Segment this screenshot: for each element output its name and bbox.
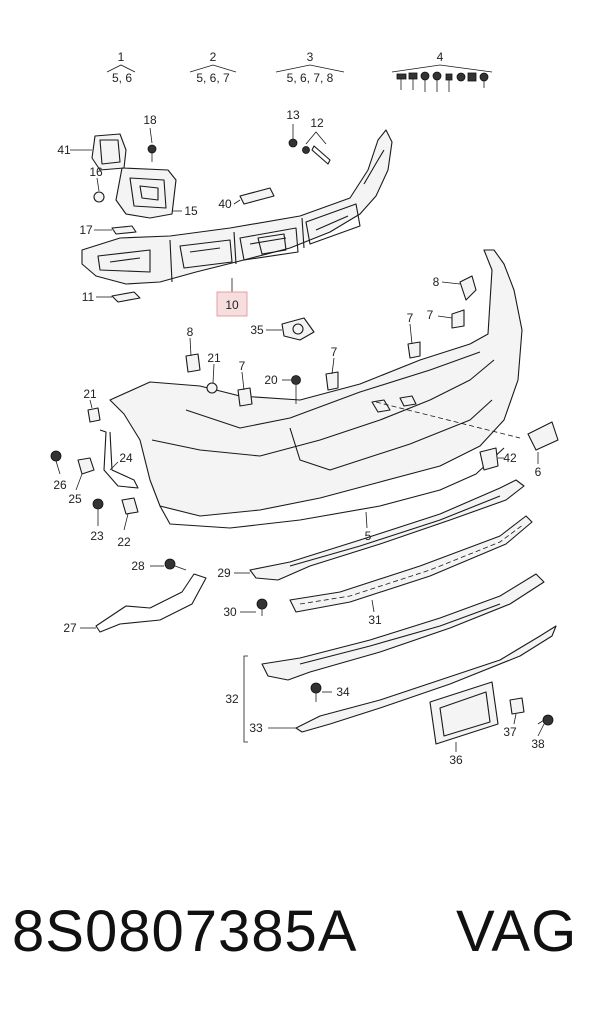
callout-21-left: 21 xyxy=(83,387,97,401)
pad-40 xyxy=(233,187,275,205)
clip-11 xyxy=(96,291,141,303)
callout-38: 38 xyxy=(531,737,545,751)
bracket-27 xyxy=(80,573,207,633)
bracket-8-top xyxy=(441,275,477,301)
callout-6: 6 xyxy=(535,465,542,479)
callout-26: 26 xyxy=(53,478,67,492)
group-number: 4 xyxy=(437,50,444,64)
group-number: 3 xyxy=(307,50,314,64)
callout-17: 17 xyxy=(79,223,93,237)
callout-41: 41 xyxy=(57,143,71,157)
callout-11: 11 xyxy=(82,290,95,304)
clip-7-d xyxy=(237,371,253,407)
bumper-carrier-10 xyxy=(81,129,393,285)
callout-10: 10 xyxy=(225,298,239,312)
screw-34 xyxy=(310,682,332,702)
guide-24 xyxy=(99,429,139,489)
screw-20 xyxy=(282,375,301,404)
group-header-1: 1 5, 6 xyxy=(106,50,136,85)
group-header-4: 4 xyxy=(391,50,493,92)
group-members: 5, 6, 7, 8 xyxy=(287,71,334,85)
callout-37: 37 xyxy=(503,725,517,739)
highlight-box-10 xyxy=(216,291,248,317)
diffuser-29 xyxy=(234,479,525,581)
screw-38 xyxy=(537,714,554,737)
trim-strip-33 xyxy=(268,625,557,733)
cover-35 xyxy=(266,317,315,341)
clip-7-c xyxy=(325,357,339,391)
callout-27: 27 xyxy=(63,621,77,635)
callout-16: 16 xyxy=(89,165,103,179)
callout-20: 20 xyxy=(264,373,278,387)
group-members: 5, 6, 7 xyxy=(196,71,230,85)
callout-8-left: 8 xyxy=(187,325,194,339)
reflector-42 xyxy=(479,447,504,471)
plate-holder-36 xyxy=(429,681,499,752)
callout-25: 25 xyxy=(68,492,82,506)
callout-18: 18 xyxy=(143,113,157,127)
callout-29: 29 xyxy=(217,566,231,580)
callout-7-a: 7 xyxy=(407,311,414,325)
screw-30 xyxy=(240,598,268,616)
fastener-21-left xyxy=(87,399,101,423)
nut-37 xyxy=(509,697,525,725)
callout-24: 24 xyxy=(119,451,133,465)
clip-16 xyxy=(93,177,105,203)
grille-31 xyxy=(289,515,533,613)
callout-32: 32 xyxy=(225,692,239,706)
brand-label: VAG xyxy=(456,899,578,964)
fastener-21-top xyxy=(206,363,218,394)
callout-34: 34 xyxy=(336,685,350,699)
callout-35: 35 xyxy=(250,323,264,337)
mounting-bracket-15 xyxy=(115,167,182,219)
callout-15: 15 xyxy=(184,204,198,218)
clip-7-a xyxy=(407,323,421,359)
group-number: 2 xyxy=(210,50,217,64)
callout-36: 36 xyxy=(449,753,463,767)
group-header-2: 2 5, 6, 7 xyxy=(189,50,237,85)
callout-30: 30 xyxy=(223,605,237,619)
callout-7-b: 7 xyxy=(427,308,434,322)
screw-28 xyxy=(150,558,187,571)
callout-42: 42 xyxy=(503,451,517,465)
callout-40: 40 xyxy=(218,197,232,211)
callout-8-top: 8 xyxy=(433,275,440,289)
callout-28: 28 xyxy=(131,559,145,573)
group-header-3: 3 5, 6, 7, 8 xyxy=(275,50,345,85)
nut-13 xyxy=(288,124,298,148)
nut-25 xyxy=(75,457,95,491)
bracket-8-left xyxy=(185,337,201,373)
bumper-cover-5 xyxy=(109,249,523,529)
bolt-26 xyxy=(50,450,62,475)
callout-31: 31 xyxy=(368,613,382,627)
callout-33: 33 xyxy=(249,721,263,735)
callout-7-c: 7 xyxy=(331,345,338,359)
clip-17 xyxy=(94,225,137,235)
screw-18 xyxy=(147,127,157,162)
group-number: 1 xyxy=(118,50,125,64)
fastener-icons xyxy=(396,71,489,92)
callout-23: 23 xyxy=(90,529,104,543)
clip-22 xyxy=(121,497,139,531)
group-members: 5, 6 xyxy=(112,71,132,85)
bolt-23 xyxy=(92,498,104,526)
callout-21-top: 21 xyxy=(207,351,221,365)
callout-5: 5 xyxy=(365,529,372,543)
bracket-12 xyxy=(302,131,331,165)
trim-6 xyxy=(375,401,559,464)
callout-22: 22 xyxy=(117,535,131,549)
exploded-parts-diagram: 1 5, 6 2 5, 6, 7 3 5, 6, 7, 8 4 xyxy=(50,50,559,767)
clip-7-b xyxy=(437,309,465,329)
callout-12: 12 xyxy=(310,116,324,130)
side-bracket-41 xyxy=(70,133,127,171)
part-number: 8S0807385A xyxy=(12,899,358,964)
callout-13: 13 xyxy=(286,108,300,122)
callout-7-d: 7 xyxy=(239,359,246,373)
lower-trim-32 xyxy=(243,573,545,743)
